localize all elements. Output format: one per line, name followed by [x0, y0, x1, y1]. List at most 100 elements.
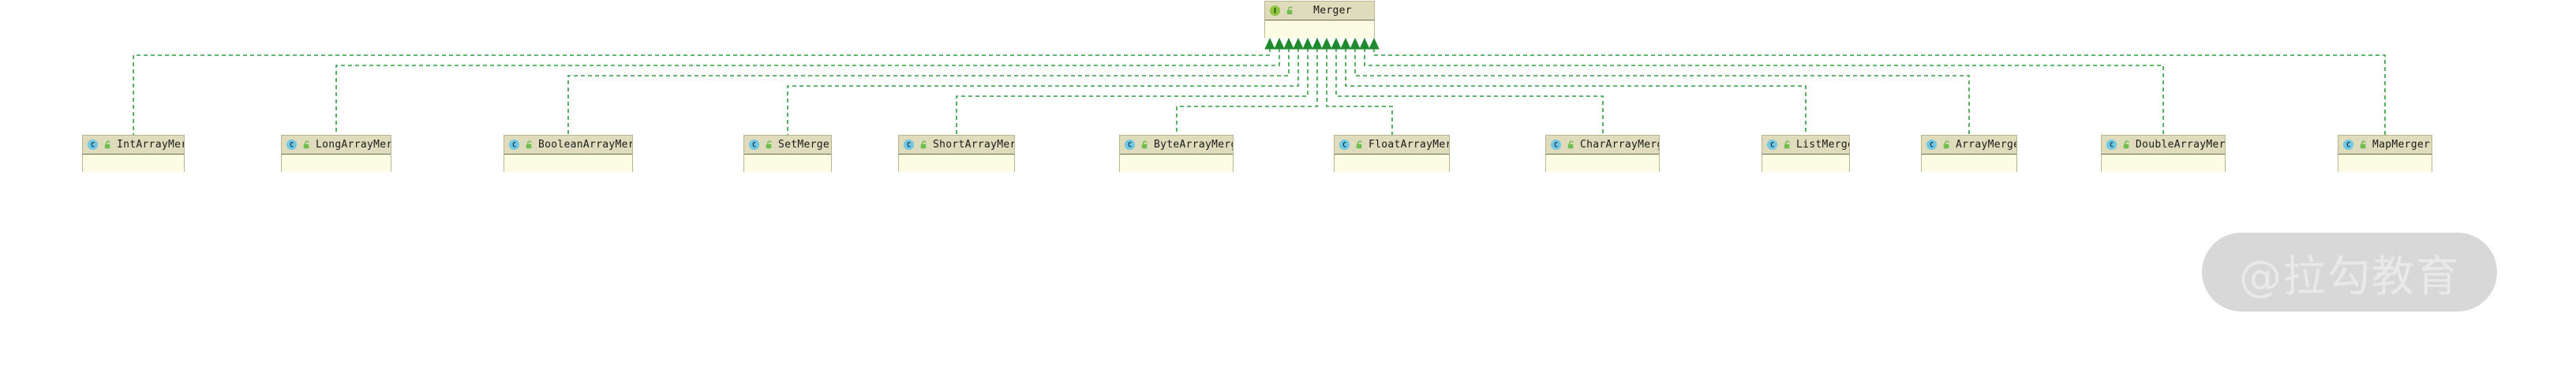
class-icon: C [2106, 139, 2117, 151]
realization-edge-IntArrayMerger [133, 37, 1275, 135]
unlocked-public-icon [1286, 6, 1293, 15]
node-members-compartment [1265, 21, 1374, 38]
class-node-MapMerger[interactable]: C MapMerger [2338, 135, 2432, 172]
edge-path [787, 48, 1299, 135]
realization-arrowhead [1350, 37, 1361, 50]
realization-edge-LongArrayMerger [335, 37, 1285, 135]
class-icon: C [286, 139, 298, 151]
node-header: C ByteArrayMerger [1120, 136, 1233, 155]
unlocked-public-icon [766, 140, 772, 149]
edge-path [956, 48, 1309, 135]
class-icon: C [1339, 139, 1350, 151]
node-members-compartment [1546, 155, 1659, 172]
svg-text:C: C [2110, 141, 2114, 149]
svg-text:C: C [290, 141, 294, 149]
node-members-compartment [1335, 155, 1449, 172]
class-icon: C [508, 139, 520, 151]
class-node-FloatArrayMerger[interactable]: C FloatArrayMerger [1334, 135, 1450, 172]
unlocked-public-icon [526, 140, 532, 149]
watermark-text: @拉勾教育 [2239, 251, 2460, 301]
class-node-ByteArrayMerger[interactable]: C ByteArrayMerger [1119, 135, 1234, 172]
interface-icon [1269, 5, 1281, 17]
unlocked-public-icon [1943, 140, 1949, 149]
node-header: Merger [1265, 2, 1374, 21]
class-node-DoubleArrayMerger[interactable]: C DoubleArrayMerger [2101, 135, 2226, 172]
svg-text:C: C [1128, 141, 1132, 149]
svg-text:C: C [1770, 141, 1774, 149]
class-node-SetMerger[interactable]: C SetMerger [743, 135, 832, 172]
svg-text:C: C [91, 141, 95, 149]
edge-path [133, 48, 1271, 135]
node-members-compartment [282, 155, 391, 172]
node-members-compartment [744, 155, 831, 172]
node-title-label: BooleanArrayMerger [538, 139, 632, 151]
class-icon: C [1124, 139, 1136, 151]
realization-edge-ArrayMerger [1350, 37, 1970, 135]
node-header: C ShortArrayMerger [899, 136, 1014, 155]
unlocked-public-icon [104, 140, 110, 149]
svg-text:C: C [1342, 141, 1346, 149]
class-node-ArrayMerger[interactable]: CArrayMerger [1921, 135, 2017, 172]
svg-text:C: C [2346, 141, 2350, 149]
edge-path [1345, 48, 1807, 135]
node-header: C DoubleArrayMerger [2102, 136, 2225, 155]
node-members-compartment [504, 155, 632, 172]
node-header: C BooleanArrayMerger [504, 136, 632, 155]
node-members-compartment [83, 155, 184, 172]
node-header: C IntArrayMerger [83, 136, 184, 155]
realization-edge-ByteArrayMerger [1176, 37, 1323, 135]
unlocked-public-icon [2123, 140, 2129, 149]
svg-text:C: C [1554, 141, 1558, 149]
realization-arrowhead [1283, 37, 1294, 50]
node-header: CCharArrayMerger [1546, 136, 1659, 155]
edge-path [1364, 48, 2164, 135]
realization-edge-ShortArrayMerger [956, 37, 1313, 135]
edge-path [1335, 48, 1604, 135]
class-node-ListMerger[interactable]: C ListMerger [1762, 135, 1850, 172]
node-members-compartment [899, 155, 1014, 172]
realization-edge-DoubleArrayMerger [1359, 37, 2164, 135]
realization-edge-CharArrayMerger [1331, 37, 1604, 135]
node-members-compartment [1120, 155, 1233, 172]
node-title-label: ShortArrayMerger [933, 139, 1014, 151]
svg-text:C: C [1930, 141, 1934, 149]
edge-path [1176, 48, 1318, 135]
unlocked-public-icon [920, 140, 927, 149]
svg-text:C: C [752, 141, 756, 149]
realization-arrowhead [1264, 37, 1275, 50]
node-title-label: MapMerger [2372, 139, 2431, 151]
interface-node-Merger[interactable]: Merger [1264, 1, 1375, 38]
realization-arrowhead [1368, 37, 1380, 50]
realization-arrowhead [1321, 37, 1332, 50]
node-title-label: IntArrayMerger [117, 139, 184, 151]
unlocked-public-icon [1141, 140, 1148, 149]
class-node-BooleanArrayMerger[interactable]: C BooleanArrayMerger [504, 135, 633, 172]
realization-edge-SetMerger [787, 37, 1304, 135]
unlocked-public-icon [303, 140, 309, 149]
node-title-label: ListMerger [1796, 139, 1849, 151]
class-node-CharArrayMerger[interactable]: CCharArrayMerger [1545, 135, 1660, 172]
realization-edge-ListMerger [1340, 37, 1807, 135]
class-node-IntArrayMerger[interactable]: C IntArrayMerger [82, 135, 185, 172]
class-node-ShortArrayMerger[interactable]: C ShortArrayMerger [898, 135, 1015, 172]
unlocked-public-icon [1784, 140, 1790, 149]
node-members-compartment [1922, 155, 2016, 172]
node-title-label: DoubleArrayMerger [2136, 139, 2225, 151]
node-title-label: FloatArrayMerger [1368, 139, 1449, 151]
class-node-LongArrayMerger[interactable]: CLongArrayMerger [281, 135, 391, 172]
unlocked-public-icon [1356, 140, 1362, 149]
realization-arrowhead [1359, 37, 1370, 50]
node-title-label: SetMerger [778, 139, 831, 151]
node-title-label: ByteArrayMerger [1154, 139, 1233, 151]
realization-edge-MapMerger [1368, 37, 2386, 135]
node-members-compartment [1762, 155, 1849, 172]
realization-edge-FloatArrayMerger [1321, 37, 1393, 135]
class-icon: C [903, 139, 915, 151]
realization-arrowhead [1340, 37, 1351, 50]
node-members-compartment [2102, 155, 2225, 172]
class-icon: C [2342, 139, 2354, 151]
node-header: C SetMerger [744, 136, 831, 155]
realization-arrowhead [1331, 37, 1342, 50]
node-header: C MapMerger [2338, 136, 2432, 155]
